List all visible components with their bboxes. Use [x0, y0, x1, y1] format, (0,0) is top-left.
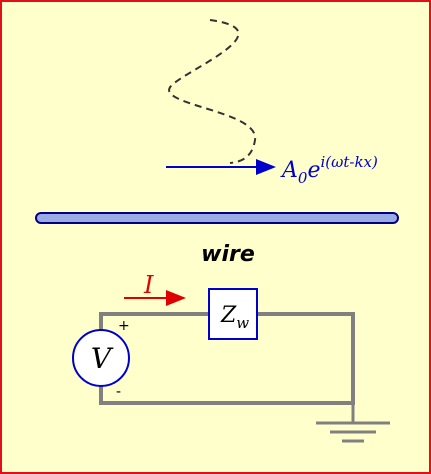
wave-amplitude: A	[280, 158, 298, 183]
wave-amplitude-subscript: 0	[298, 169, 308, 187]
source-plus-terminal: +	[118, 318, 130, 334]
impedance-label: Zw	[220, 303, 249, 332]
ground-icon	[316, 403, 390, 443]
wire-label: wire	[201, 242, 255, 267]
voltage-source-label: V	[91, 342, 114, 375]
impedance-subscript: w	[236, 314, 249, 332]
propagation-arrow	[166, 159, 276, 175]
wave-path	[168, 19, 257, 164]
voltage-source-icon	[72, 329, 130, 387]
current-label: I	[143, 271, 154, 299]
impedance-symbol: Z	[220, 303, 237, 328]
source-minus-terminal: -	[116, 384, 121, 400]
wave-exponent: i(ωt-kx)	[320, 153, 378, 171]
wave-exponential-base: e	[307, 158, 320, 183]
impedance-box	[208, 288, 258, 340]
current-arrow	[124, 290, 186, 306]
wave-label: A0ei(ωt-kx)	[280, 153, 378, 187]
wire-rod	[35, 212, 399, 224]
